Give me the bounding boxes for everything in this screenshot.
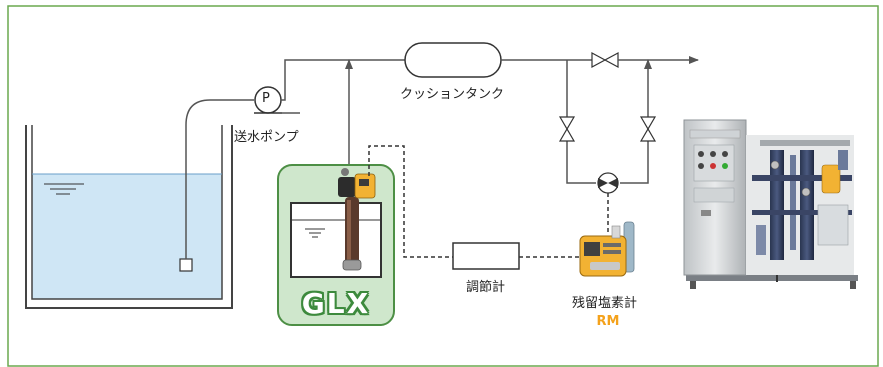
foot-strainer bbox=[179, 258, 193, 272]
valve-icon bbox=[591, 51, 619, 69]
chemical-tank bbox=[290, 202, 382, 278]
analyzer-label: 残留塩素計 bbox=[572, 296, 638, 311]
equipment-photo bbox=[683, 119, 858, 289]
liquid-level-icon bbox=[305, 228, 325, 238]
water-level-icon bbox=[44, 183, 84, 195]
analyzer-model-label: RM bbox=[596, 314, 620, 329]
cushion-tank-label: クッションタンク bbox=[400, 87, 505, 102]
dosing-pump-icon bbox=[338, 168, 376, 271]
outer-frame bbox=[7, 5, 879, 367]
controller-box bbox=[452, 242, 520, 270]
bypass-left-pipe bbox=[566, 60, 596, 184]
signal-line-pump bbox=[368, 145, 453, 258]
valve-icon bbox=[639, 116, 657, 142]
pump-symbol-label: P bbox=[262, 91, 270, 106]
pump-label: 送水ポンプ bbox=[234, 130, 299, 145]
discharge-pipe bbox=[281, 59, 405, 101]
valve-icon bbox=[558, 116, 576, 142]
analyzer-device-icon bbox=[579, 221, 635, 277]
control-valve-icon bbox=[597, 172, 619, 194]
suction-pipe bbox=[185, 99, 254, 259]
cushion-tank bbox=[404, 42, 502, 78]
glx-label: GLX bbox=[301, 287, 371, 320]
water-tank bbox=[25, 125, 233, 309]
controller-label: 調節計 bbox=[466, 280, 506, 295]
bypass-right-pipe bbox=[620, 141, 649, 184]
